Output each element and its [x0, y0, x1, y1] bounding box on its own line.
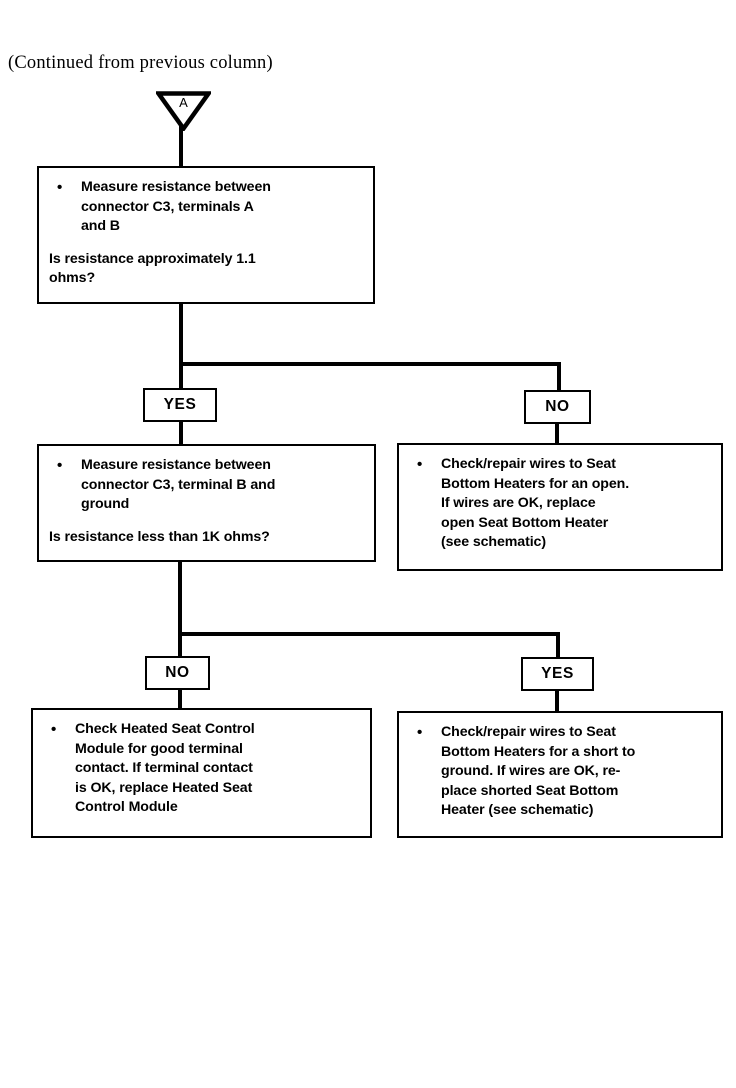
branch2-right-drop-line: [556, 632, 560, 661]
branch2-left-drop-line: [178, 632, 182, 658]
yes-row2-to-box-short-line: [555, 689, 559, 712]
branch2-stem-line: [178, 562, 182, 636]
connector-line-triangle-to-box1: [179, 126, 183, 168]
process-box-measure-c3-b-ground: • Measure resistance between connector C…: [37, 444, 376, 562]
bullet-row: • Measure resistance between connector C…: [49, 456, 366, 515]
no-row2-to-box-module-line: [178, 688, 182, 710]
branch1-right-drop-line: [557, 362, 561, 392]
bullet-row: • Check Heated Seat Control Module for g…: [43, 720, 362, 818]
branch1-stem-line: [179, 303, 183, 366]
bullet-icon: •: [57, 179, 63, 196]
no-row1-to-box-open-line: [555, 422, 559, 445]
continued-from-previous-column-note: (Continued from previous column): [8, 53, 273, 73]
decision-label-yes-row2: YES: [521, 657, 594, 691]
yes-row1-to-box2-line: [179, 420, 183, 446]
box-instruction-text: Check/repair wires to Seat Bottom Heater…: [441, 724, 636, 818]
off-page-connector-label: A: [179, 95, 188, 110]
decision-label-yes-row1: YES: [143, 388, 217, 422]
branch1-left-drop-line: [179, 362, 183, 390]
box-question-text: Is resistance less than 1K ohms?: [49, 528, 270, 545]
box-instruction-text: Measure resistance between connector C3,…: [81, 179, 271, 234]
off-page-connector-triangle-icon: [156, 91, 211, 131]
decision-label-no-row2: NO: [145, 656, 210, 690]
decision-label-text: NO: [545, 398, 570, 415]
bullet-icon: •: [417, 456, 423, 473]
bullet-icon: •: [57, 457, 63, 474]
decision-label-no-row1: NO: [524, 390, 591, 424]
box-question-text: Is resistance approximately 1.1 ohms?: [49, 250, 256, 287]
bullet-icon: •: [417, 724, 423, 741]
bullet-row: • Measure resistance between connector C…: [49, 178, 365, 237]
process-box-measure-c3-a-b: • Measure resistance between connector C…: [37, 166, 375, 304]
process-box-check-open: • Check/repair wires to Seat Bottom Heat…: [397, 443, 723, 571]
bullet-icon: •: [51, 721, 57, 738]
bullet-row: • Check/repair wires to Seat Bottom Heat…: [409, 455, 713, 553]
box-instruction-text: Check Heated Seat Control Module for goo…: [75, 721, 255, 815]
box-instruction-text: Check/repair wires to Seat Bottom Heater…: [441, 456, 630, 550]
process-box-check-short: • Check/repair wires to Seat Bottom Heat…: [397, 711, 723, 838]
decision-label-text: YES: [541, 665, 574, 682]
decision-label-text: YES: [163, 396, 197, 413]
bullet-row: • Check/repair wires to Seat Bottom Heat…: [409, 723, 713, 821]
box-instruction-text: Measure resistance between connector C3,…: [81, 457, 276, 512]
branch2-horizontal-line: [178, 632, 560, 636]
decision-label-text: NO: [165, 664, 190, 681]
process-box-check-module: • Check Heated Seat Control Module for g…: [31, 708, 372, 838]
branch1-horizontal-line: [179, 362, 561, 366]
